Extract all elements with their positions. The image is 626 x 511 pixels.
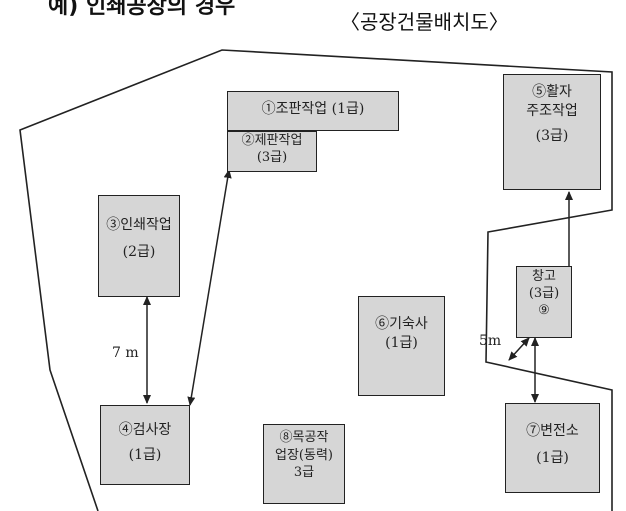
building-dormitory: ⑥기숙사 (1급) — [358, 296, 445, 396]
building-substation-label: ⑦변전소 — [526, 423, 579, 439]
diagram-title: 〈공장건물배치도〉 — [340, 10, 509, 34]
building-platemaking: ②제판작업 (3급) — [227, 131, 317, 172]
spacer — [506, 441, 599, 449]
dimension-label-7m: 7 m — [112, 345, 139, 361]
building-warehouse-grade: (3급) — [528, 285, 560, 301]
building-inspection: ④검사장 (1급) — [100, 405, 190, 485]
building-carpentry-label-2: 업장(동력) — [275, 447, 333, 463]
building-printing-label: ③인쇄작업 — [106, 217, 172, 233]
building-typesetting-label: ①조판작업 (1급) — [261, 101, 365, 117]
building-typesetting: ①조판작업 (1급) — [227, 91, 399, 131]
building-platemaking-grade: (3급) — [256, 149, 288, 165]
page-heading: 예) 인쇄공장의 경우 — [48, 0, 236, 19]
dimension-label-5m: 5m — [479, 333, 502, 349]
building-type-casting-label: ⑤활자 — [532, 84, 572, 100]
building-carpentry: ⑧목공작 업장(동력) 3급 — [263, 424, 345, 504]
building-inspection-label: ④검사장 — [118, 422, 172, 438]
building-substation: ⑦변전소 (1급) — [505, 403, 600, 493]
building-printing-grade: (2급) — [122, 243, 156, 260]
building-warehouse-label: 창고 — [532, 269, 556, 284]
site-boundary — [19, 49, 613, 511]
building-warehouse: 창고 (3급) ⑨ — [516, 266, 572, 338]
building-dormitory-grade: (1급) — [385, 334, 418, 351]
building-carpentry-grade: 3급 — [293, 465, 315, 481]
building-printing: ③인쇄작업 (2급) — [98, 195, 180, 297]
arrow-5m — [508, 337, 530, 361]
spacer — [99, 235, 179, 243]
arrow-b1-b4 — [187, 169, 232, 406]
building-carpentry-label: ⑧목공작 — [279, 430, 329, 445]
building-dormitory-label: ⑥기숙사 — [375, 316, 428, 332]
building-platemaking-label: ②제판작업 — [241, 133, 303, 148]
building-substation-grade: (1급) — [536, 449, 569, 466]
building-type-casting: ⑤활자 주조작업 (3급) — [503, 74, 601, 190]
building-warehouse-number: ⑨ — [538, 302, 550, 318]
building-inspection-grade: (1급) — [128, 446, 162, 463]
building-type-casting-grade: (3급) — [535, 127, 569, 144]
building-type-casting-label-2: 주조작업 — [526, 102, 578, 119]
